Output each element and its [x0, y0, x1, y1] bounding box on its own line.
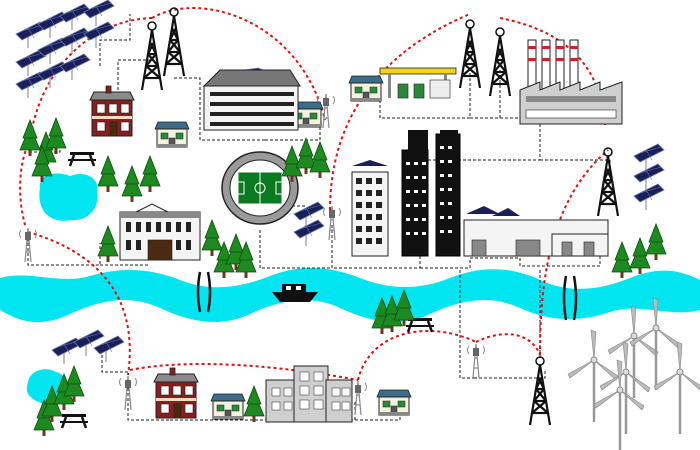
house-north	[89, 85, 135, 137]
bridge-west	[196, 271, 212, 313]
cottage-north-3	[348, 75, 384, 102]
cottage-south-2	[376, 389, 412, 416]
tower-south	[528, 355, 552, 427]
office-tower	[351, 160, 389, 257]
wireless-link-network	[19, 7, 609, 381]
stadium	[221, 151, 299, 225]
wind-farm	[566, 296, 700, 450]
mast-riverside	[466, 343, 486, 379]
apartment-block	[202, 67, 301, 131]
skyscrapers	[401, 130, 461, 257]
solar-array-northwest	[15, 0, 115, 99]
solar-array-southwest	[51, 329, 125, 365]
tower-north-3	[458, 18, 482, 90]
town-hall	[119, 203, 201, 261]
lake-north	[39, 173, 98, 221]
picnic-table-north	[66, 150, 98, 168]
office-block-south	[265, 365, 353, 423]
mast-central	[322, 205, 342, 241]
cottage-north-1	[154, 121, 190, 148]
tower-east	[596, 146, 620, 218]
power-plant	[519, 39, 623, 125]
picnic-table-south	[58, 412, 90, 430]
tower-north-2	[162, 6, 186, 78]
river	[0, 267, 700, 323]
cottage-south-1	[210, 393, 246, 420]
house-south	[153, 367, 199, 419]
solar-array-central	[293, 201, 325, 247]
fuel-station	[379, 67, 457, 99]
tower-north-1	[140, 20, 164, 92]
wired-link-network	[27, 14, 611, 421]
warehouse	[463, 206, 609, 257]
bridge-east	[562, 275, 578, 321]
solar-array-east	[633, 143, 665, 211]
boat	[272, 284, 318, 302]
